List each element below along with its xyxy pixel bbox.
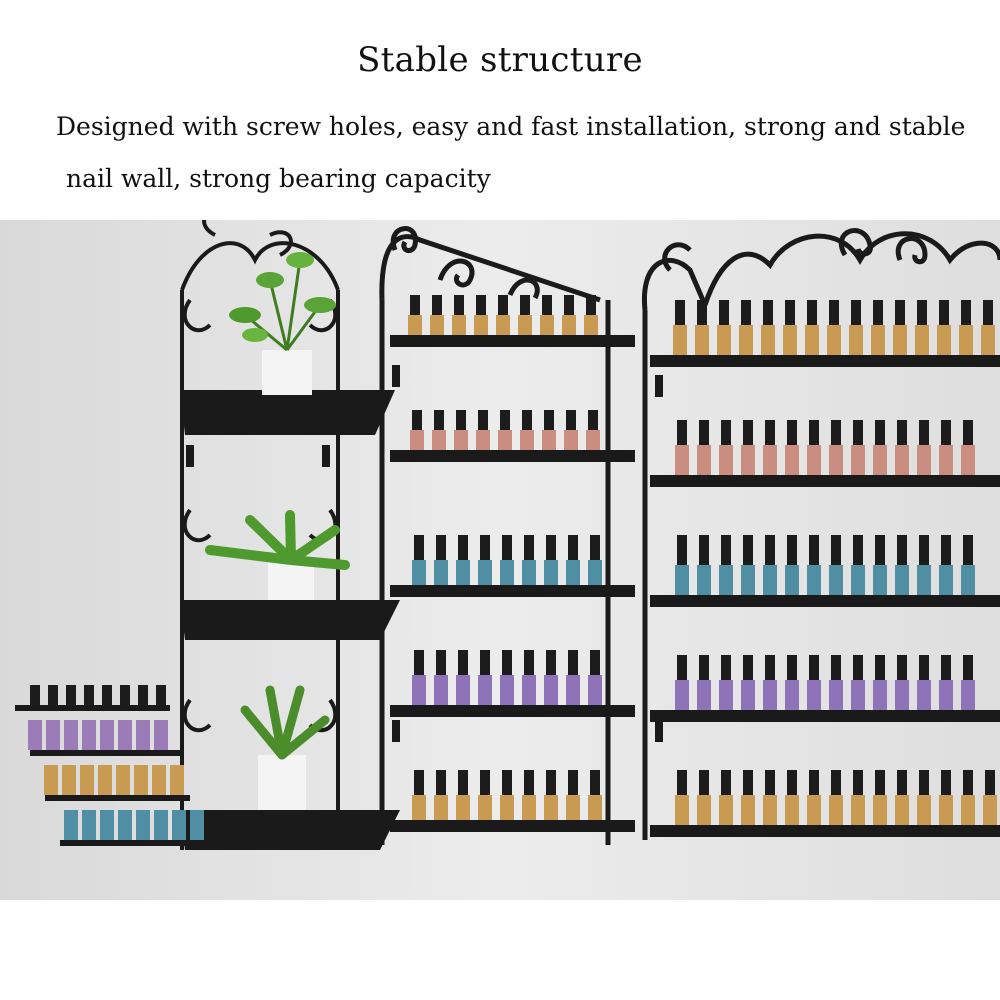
potted-plant-top [229,252,336,395]
description-line-1: Designed with screw holes, easy and fast… [56,112,966,141]
plant-stand-shelves [180,390,400,850]
right-rack-bottles [673,300,997,825]
potted-plant-bottom [240,685,330,810]
product-photo [0,220,1000,900]
middle-rack-shelves [390,335,635,832]
middle-rack-bottles [408,295,602,820]
step-rack [15,705,210,846]
headline: Stable structure [357,40,643,80]
right-rack-shelves [650,355,1000,837]
potted-plant-middle [205,510,350,600]
shelf-scrollwork [198,391,362,832]
step-rack-bottles [28,685,204,840]
screw-hole-brackets [186,365,663,742]
middle-rack-frame [379,226,611,845]
description-line-2: nail wall, strong bearing capacity [66,164,491,193]
right-rack-frame [641,228,1000,840]
